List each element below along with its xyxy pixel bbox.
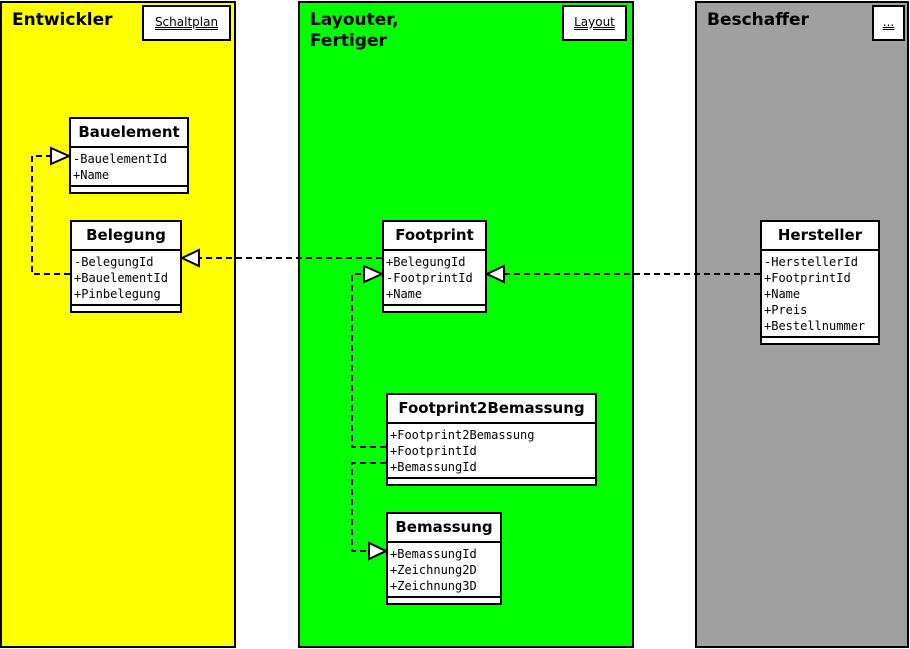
beschaffer-link-button[interactable]: ... bbox=[872, 5, 905, 41]
class-name: Bemassung bbox=[388, 514, 500, 543]
class-attributes: +BelegungId -FootprintId +Name bbox=[384, 251, 485, 306]
attribute: -HerstellerId bbox=[764, 255, 858, 269]
attribute: +Preis bbox=[764, 303, 808, 317]
schaltplan-link-button[interactable]: Schaltplan bbox=[142, 5, 231, 41]
attribute: +Name bbox=[764, 287, 801, 301]
attribute: +BauelementId bbox=[74, 271, 168, 285]
lane-title-entwickler: Entwickler bbox=[12, 10, 113, 30]
lane-title-layouter-fertiger: Layouter, Fertiger bbox=[310, 10, 399, 51]
class-attributes: -HerstellerId +FootprintId +Name +Preis … bbox=[762, 251, 878, 338]
class-bemassung[interactable]: Bemassung +BemassungId +Zeichnung2D +Zei… bbox=[386, 512, 502, 605]
attribute: -BelegungId bbox=[74, 255, 154, 269]
class-operations bbox=[384, 306, 485, 311]
attribute: +Name bbox=[386, 287, 423, 301]
attribute: +Name bbox=[73, 168, 110, 182]
class-name: Belegung bbox=[72, 222, 180, 251]
layout-link-label: Layout bbox=[574, 15, 615, 29]
class-attributes: +BemassungId +Zeichnung2D +Zeichnung3D bbox=[388, 543, 500, 598]
class-attributes: -BauelementId +Name bbox=[71, 148, 187, 187]
class-name: Footprint2Bemassung bbox=[388, 395, 595, 424]
layout-link-button[interactable]: Layout bbox=[562, 5, 627, 41]
beschaffer-link-label: ... bbox=[882, 15, 895, 29]
class-operations bbox=[388, 598, 500, 603]
class-bauelement[interactable]: Bauelement -BauelementId +Name bbox=[69, 117, 189, 194]
attribute: +BemassungId bbox=[390, 547, 477, 561]
class-footprint2bemassung[interactable]: Footprint2Bemassung +Footprint2Bemassung… bbox=[386, 393, 597, 486]
class-hersteller[interactable]: Hersteller -HerstellerId +FootprintId +N… bbox=[760, 220, 880, 345]
class-operations bbox=[388, 479, 595, 484]
attribute: +FootprintId bbox=[764, 271, 851, 285]
attribute: +FootprintId bbox=[390, 444, 477, 458]
attribute: +Zeichnung2D bbox=[390, 563, 477, 577]
attribute: +Bestellnummer bbox=[764, 319, 866, 333]
class-name: Footprint bbox=[384, 222, 485, 251]
schaltplan-link-label: Schaltplan bbox=[154, 15, 219, 29]
attribute: -FootprintId bbox=[386, 271, 473, 285]
attribute: +Zeichnung3D bbox=[390, 579, 477, 593]
attribute: +BelegungId bbox=[386, 255, 466, 269]
class-name: Bauelement bbox=[71, 119, 187, 148]
class-belegung[interactable]: Belegung -BelegungId +BauelementId +Pinb… bbox=[70, 220, 182, 313]
class-attributes: -BelegungId +BauelementId +Pinbelegung bbox=[72, 251, 180, 306]
class-footprint[interactable]: Footprint +BelegungId -FootprintId +Name bbox=[382, 220, 487, 313]
attribute: +Footprint2Bemassung bbox=[390, 428, 535, 442]
class-attributes: +Footprint2Bemassung +FootprintId +Bemas… bbox=[388, 424, 595, 479]
lane-entwickler: Entwickler bbox=[0, 1, 236, 648]
class-operations bbox=[72, 306, 180, 311]
class-name: Hersteller bbox=[762, 222, 878, 251]
lane-title-beschaffer: Beschaffer bbox=[707, 10, 809, 30]
attribute: +Pinbelegung bbox=[74, 287, 161, 301]
attribute: -BauelementId bbox=[73, 152, 167, 166]
attribute: +BemassungId bbox=[390, 460, 477, 474]
class-operations bbox=[71, 187, 187, 192]
class-operations bbox=[762, 338, 878, 343]
